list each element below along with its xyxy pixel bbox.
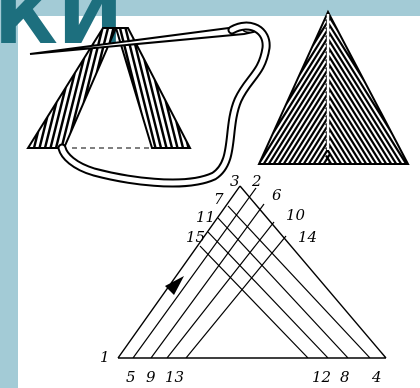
- label-8: 8: [340, 368, 350, 386]
- label-1: 1: [100, 348, 110, 366]
- needle: [30, 26, 262, 54]
- label-9: 9: [146, 368, 156, 386]
- label-6: 6: [272, 186, 282, 204]
- label-7: 7: [214, 190, 224, 208]
- label-13: 13: [165, 368, 184, 386]
- stitch-order-diagram: 3 2 7 6 11 10 15 14 1 5 9 13 12 8 4: [100, 172, 386, 386]
- label-10: 10: [286, 206, 306, 224]
- label-5: 5: [126, 368, 136, 386]
- label-11: 11: [196, 208, 215, 226]
- needle-thread-icon: [0, 20, 266, 183]
- label-15: 15: [186, 228, 205, 246]
- label-2: 2: [251, 172, 262, 190]
- label-3: 3: [230, 172, 240, 190]
- inner-stitch-lines: [133, 188, 370, 358]
- label-12: 12: [312, 368, 331, 386]
- label-4: 4: [371, 368, 382, 386]
- label-14: 14: [298, 228, 317, 246]
